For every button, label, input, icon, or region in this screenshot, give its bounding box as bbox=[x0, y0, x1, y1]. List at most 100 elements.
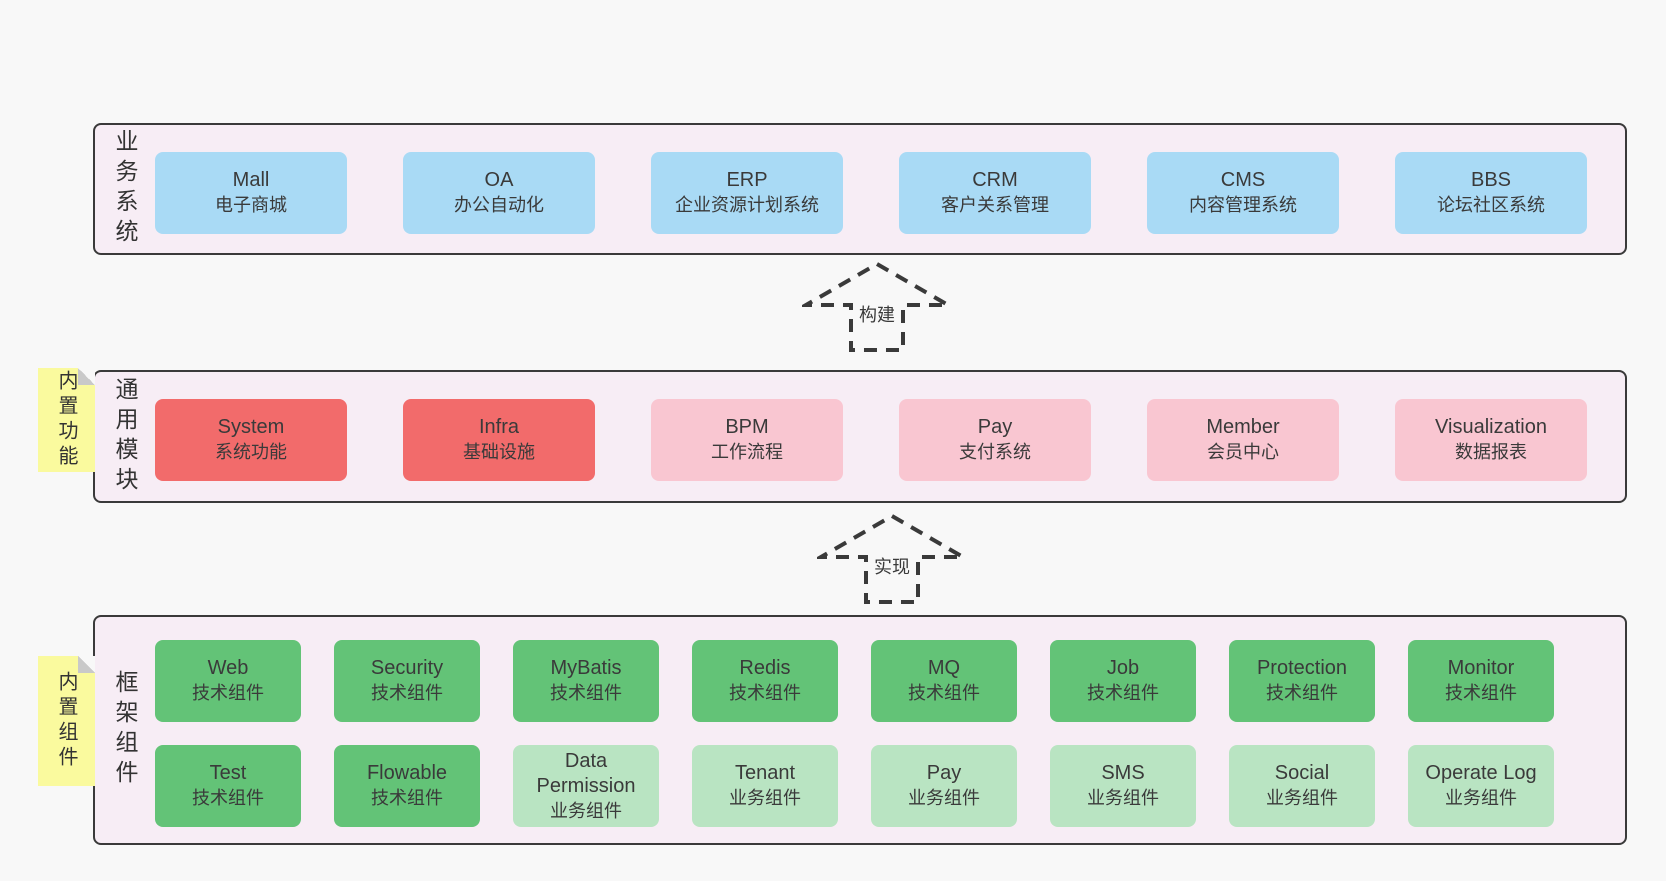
module-title: ERP bbox=[726, 169, 768, 191]
component-title: Job bbox=[1106, 657, 1140, 679]
component-title: Security bbox=[370, 657, 444, 679]
component-box-social: Social 业务组件 bbox=[1229, 745, 1375, 827]
sticky-note-builtin-functions: 内置功能 bbox=[38, 368, 95, 472]
component-box-security: Security 技术组件 bbox=[334, 640, 480, 722]
component-title: MyBatis bbox=[550, 657, 622, 679]
sticky-note-text: 内置功能 bbox=[55, 370, 77, 470]
module-title: Visualization bbox=[1435, 416, 1547, 438]
component-subtitle: 业务组件 bbox=[1087, 788, 1159, 808]
component-box-operate-log: Operate Log 业务组件 bbox=[1408, 745, 1554, 827]
module-subtitle: 会员中心 bbox=[1207, 442, 1279, 462]
component-box-test: Test 技术组件 bbox=[155, 745, 301, 827]
module-subtitle: 支付系统 bbox=[959, 442, 1031, 462]
module-box-bpm: BPM 工作流程 bbox=[651, 399, 843, 481]
component-subtitle: 技术组件 bbox=[371, 788, 443, 808]
sticky-note-builtin-components: 内置组件 bbox=[38, 656, 95, 786]
component-box-flowable: Flowable 技术组件 bbox=[334, 745, 480, 827]
module-box-pay: Pay 支付系统 bbox=[899, 399, 1091, 481]
module-box-system: System 系统功能 bbox=[155, 399, 347, 481]
component-box-pay: Pay 业务组件 bbox=[871, 745, 1017, 827]
component-title: Monitor bbox=[1447, 657, 1515, 679]
component-subtitle: 业务组件 bbox=[908, 788, 980, 808]
module-box-cms: CMS 内容管理系统 bbox=[1147, 152, 1339, 234]
component-subtitle: 技术组件 bbox=[729, 683, 801, 703]
component-title: Test bbox=[209, 762, 247, 784]
component-title: Operate Log bbox=[1425, 762, 1537, 784]
component-subtitle: 技术组件 bbox=[1445, 683, 1517, 703]
component-box-web: Web 技术组件 bbox=[155, 640, 301, 722]
component-box-mq: MQ 技术组件 bbox=[871, 640, 1017, 722]
band-label-common: 通用模块 bbox=[112, 376, 138, 497]
component-subtitle: 技术组件 bbox=[1266, 683, 1338, 703]
implement-arrow: 实现 bbox=[817, 513, 967, 605]
module-subtitle: 办公自动化 bbox=[454, 195, 544, 215]
module-title: Pay bbox=[977, 416, 1013, 438]
component-title: Data Permission bbox=[536, 749, 636, 797]
component-subtitle: 业务组件 bbox=[1266, 788, 1338, 808]
component-title: Flowable bbox=[366, 762, 448, 784]
module-box-mall: Mall 电子商城 bbox=[155, 152, 347, 234]
module-title: CRM bbox=[972, 169, 1018, 191]
component-box-tenant: Tenant 业务组件 bbox=[692, 745, 838, 827]
module-title: Infra bbox=[478, 416, 520, 438]
component-box-data-permission: Data Permission 业务组件 bbox=[513, 745, 659, 827]
component-box-sms: SMS 业务组件 bbox=[1050, 745, 1196, 827]
folded-corner-icon bbox=[78, 368, 95, 385]
module-subtitle: 内容管理系统 bbox=[1189, 195, 1297, 215]
component-title: SMS bbox=[1101, 762, 1145, 784]
common-grid: System 系统功能 Infra 基础设施 BPM 工作流程 Pay 支付系统… bbox=[155, 399, 1587, 481]
module-subtitle: 数据报表 bbox=[1455, 442, 1527, 462]
component-title: Web bbox=[207, 657, 249, 679]
build-arrow-label: 构建 bbox=[854, 301, 900, 327]
module-box-crm: CRM 客户关系管理 bbox=[899, 152, 1091, 234]
module-box-visualization: Visualization 数据报表 bbox=[1395, 399, 1587, 481]
band-label-business: 业务系统 bbox=[112, 129, 138, 249]
module-box-bbs: BBS 论坛社区系统 bbox=[1395, 152, 1587, 234]
module-title: Mall bbox=[232, 169, 270, 191]
band-framework-components: 框架组件 Web 技术组件 Security 技术组件 MyBatis 技术组件… bbox=[93, 615, 1627, 845]
module-subtitle: 企业资源计划系统 bbox=[675, 195, 819, 215]
module-title: CMS bbox=[1220, 169, 1266, 191]
component-subtitle: 业务组件 bbox=[550, 800, 622, 821]
module-title: System bbox=[217, 416, 285, 438]
module-subtitle: 客户关系管理 bbox=[941, 195, 1049, 215]
band-business-systems: 业务系统 Mall 电子商城 OA 办公自动化 ERP 企业资源计划系统 CRM… bbox=[93, 123, 1627, 255]
module-box-member: Member 会员中心 bbox=[1147, 399, 1339, 481]
module-subtitle: 系统功能 bbox=[215, 442, 287, 462]
module-title: Member bbox=[1206, 416, 1280, 438]
up-arrow-icon bbox=[817, 513, 967, 604]
module-box-erp: ERP 企业资源计划系统 bbox=[651, 152, 843, 234]
module-title: BBS bbox=[1470, 169, 1512, 191]
component-subtitle: 业务组件 bbox=[1445, 788, 1517, 808]
module-box-infra: Infra 基础设施 bbox=[403, 399, 595, 481]
component-title: MQ bbox=[927, 657, 961, 679]
component-subtitle: 技术组件 bbox=[371, 683, 443, 703]
framework-grid: Web 技术组件 Security 技术组件 MyBatis 技术组件 Redi… bbox=[155, 640, 1554, 827]
folded-corner-icon bbox=[78, 656, 95, 673]
implement-arrow-label: 实现 bbox=[869, 553, 915, 579]
component-title: Tenant bbox=[734, 762, 796, 784]
component-box-protection: Protection 技术组件 bbox=[1229, 640, 1375, 722]
component-box-redis: Redis 技术组件 bbox=[692, 640, 838, 722]
module-subtitle: 论坛社区系统 bbox=[1437, 195, 1545, 215]
band-common-modules: 通用模块 System 系统功能 Infra 基础设施 BPM 工作流程 Pay… bbox=[93, 370, 1627, 503]
module-subtitle: 基础设施 bbox=[463, 442, 535, 462]
component-title: Protection bbox=[1256, 657, 1348, 679]
build-arrow: 构建 bbox=[802, 261, 952, 353]
module-title: OA bbox=[484, 169, 514, 191]
module-box-oa: OA 办公自动化 bbox=[403, 152, 595, 234]
component-subtitle: 技术组件 bbox=[192, 683, 264, 703]
component-subtitle: 技术组件 bbox=[908, 683, 980, 703]
component-title: Redis bbox=[739, 657, 791, 679]
module-title: BPM bbox=[725, 416, 769, 438]
component-title: Social bbox=[1274, 762, 1330, 784]
component-subtitle: 技术组件 bbox=[1087, 683, 1159, 703]
component-box-mybatis: MyBatis 技术组件 bbox=[513, 640, 659, 722]
component-title: Pay bbox=[926, 762, 962, 784]
module-subtitle: 电子商城 bbox=[215, 195, 287, 215]
component-subtitle: 技术组件 bbox=[192, 788, 264, 808]
component-subtitle: 业务组件 bbox=[729, 788, 801, 808]
module-subtitle: 工作流程 bbox=[711, 442, 783, 462]
sticky-note-text: 内置组件 bbox=[55, 671, 77, 771]
